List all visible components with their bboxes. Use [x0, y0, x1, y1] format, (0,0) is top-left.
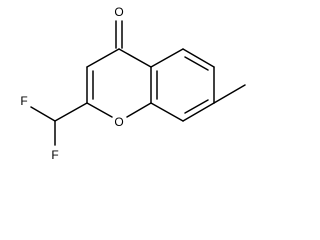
bond-c2-o1 — [86, 102, 113, 118]
bond-o1-c8a — [126, 102, 152, 118]
carbonyl-group — [115, 20, 123, 49]
bond-c5-c6 — [182, 48, 215, 68]
bond-c8-c8a — [150, 102, 184, 122]
bond-c4-c3 — [86, 48, 120, 68]
fluorine-top-label: F — [20, 94, 27, 108]
fluorine-bottom-label: F — [51, 148, 58, 162]
bond-c7-c8 — [182, 102, 215, 122]
difluoromethyl-group — [30, 102, 88, 146]
bond-c5-c6-inner — [184, 56, 209, 71]
carbonyl-oxygen-label: O — [114, 5, 123, 19]
chemical-structure: O O F F — [20, 5, 246, 162]
pyranone-ring — [86, 48, 152, 118]
ring-oxygen-label: O — [114, 115, 123, 129]
bond-c7-methyl — [213, 84, 246, 104]
bond-c4a-c5 — [150, 48, 184, 68]
bond-cf2-f-top — [30, 106, 56, 122]
bond-c2-cf2 — [54, 102, 88, 122]
bond-c7-c8-inner — [184, 99, 209, 114]
bond-c4a-c4 — [118, 48, 152, 68]
benzene-ring — [150, 48, 215, 122]
